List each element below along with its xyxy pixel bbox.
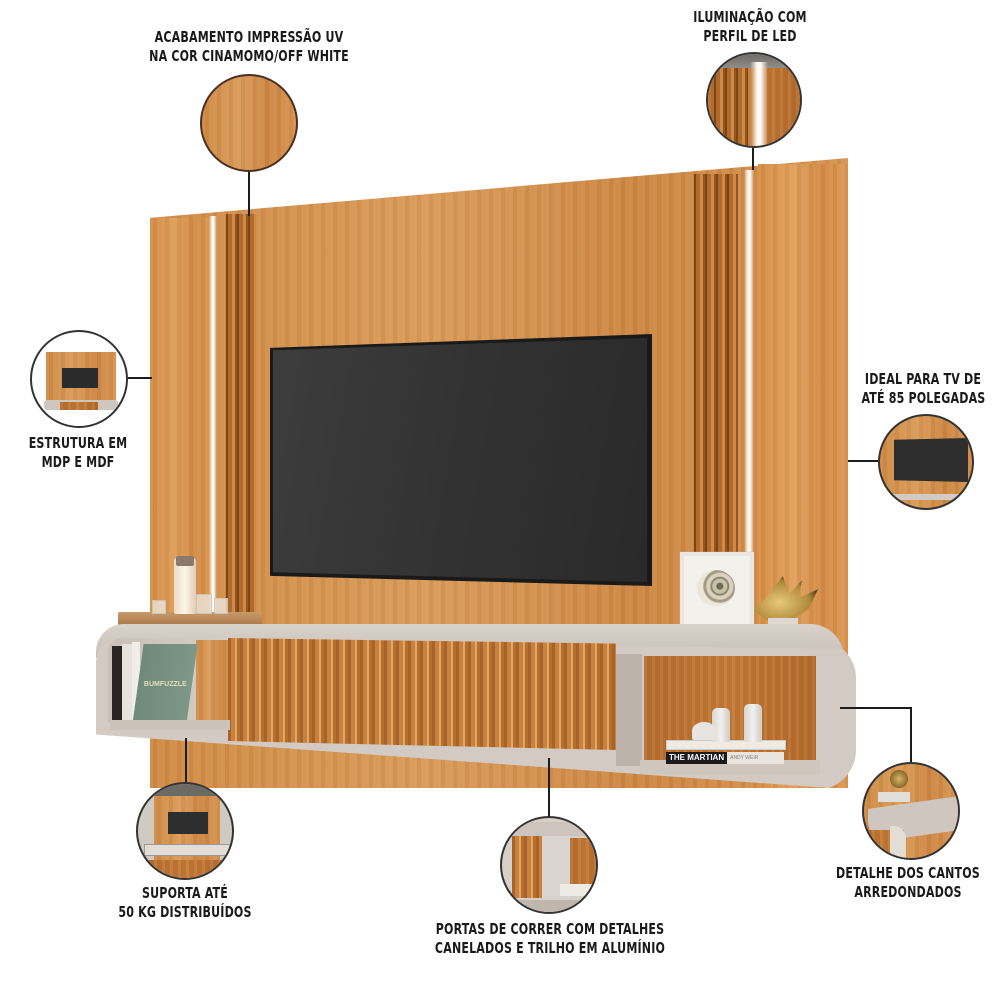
callout-tv-size-label: IDEAL PARA TV DE ATÉ 85 POLEGADAS bbox=[861, 370, 986, 407]
carafe-cap bbox=[176, 556, 194, 566]
vase bbox=[744, 704, 762, 742]
book-black bbox=[112, 646, 122, 722]
callout-doors-label: PORTAS DE CORRER COM DETALHES CANELADOS … bbox=[434, 920, 666, 957]
right-led-strip bbox=[744, 170, 754, 640]
sliding-door[interactable] bbox=[228, 638, 616, 750]
glass bbox=[152, 600, 166, 614]
room-thumbnail-icon bbox=[136, 782, 234, 880]
rack-bottom-edge bbox=[110, 720, 230, 730]
wooden-tray bbox=[118, 612, 262, 626]
left-led-strip bbox=[209, 216, 217, 626]
left-niche-back bbox=[196, 640, 230, 720]
callout-load-label: SUPORTA ATÉ 50 KG DISTRIBUÍDOS bbox=[118, 884, 252, 921]
callout-load-leader bbox=[185, 738, 187, 784]
book-the-martian: THE MARTIAN ANDY WEIR bbox=[666, 752, 784, 764]
callout-finish-label: ACABAMENTO IMPRESSÃO UV NA COR CINAMOMO/… bbox=[149, 28, 349, 65]
glass bbox=[214, 598, 228, 614]
callout-corners-label: DETALHE DOS CANTOS ARREDONDADOS bbox=[836, 864, 980, 901]
shell-decor bbox=[692, 722, 716, 740]
book-green: BUMFUZZLE bbox=[132, 644, 198, 724]
led-profile-icon bbox=[706, 52, 802, 148]
book-title: BUMFUZZLE bbox=[143, 680, 187, 688]
nautilus-print bbox=[697, 570, 735, 606]
right-vertical-slats bbox=[694, 174, 738, 564]
panel-thumbnail-icon bbox=[30, 330, 128, 428]
callout-lighting-label: ILUMINAÇÃO COM PERFIL DE LED bbox=[693, 8, 807, 45]
wood-swatch-icon bbox=[200, 74, 298, 172]
left-vertical-slats bbox=[226, 214, 256, 630]
sliding-door-icon bbox=[500, 816, 598, 914]
callout-structure-leader bbox=[128, 377, 152, 379]
callout-corners-leader-h bbox=[840, 707, 912, 709]
carafe bbox=[174, 558, 196, 614]
sculpture-base bbox=[768, 618, 798, 626]
book-title: THE MARTIAN bbox=[666, 752, 728, 764]
book-author: ANDY WEIR bbox=[730, 755, 759, 761]
callout-tv-size-leader bbox=[848, 460, 878, 462]
callout-lighting-leader bbox=[752, 148, 754, 170]
glass bbox=[196, 594, 212, 614]
callout-finish-leader bbox=[248, 172, 250, 216]
right-niche bbox=[616, 654, 642, 766]
rounded-corner-icon bbox=[862, 762, 960, 860]
tv-thumbnail-icon bbox=[878, 414, 974, 510]
tv-screen bbox=[273, 338, 647, 582]
callout-doors-leader bbox=[548, 758, 550, 818]
book-grey bbox=[132, 642, 140, 722]
callout-corners-leader-v bbox=[910, 707, 912, 765]
book-white bbox=[122, 644, 132, 722]
callout-structure-label: ESTRUTURA EM MDP E MDF bbox=[28, 434, 128, 471]
vase bbox=[712, 708, 730, 742]
